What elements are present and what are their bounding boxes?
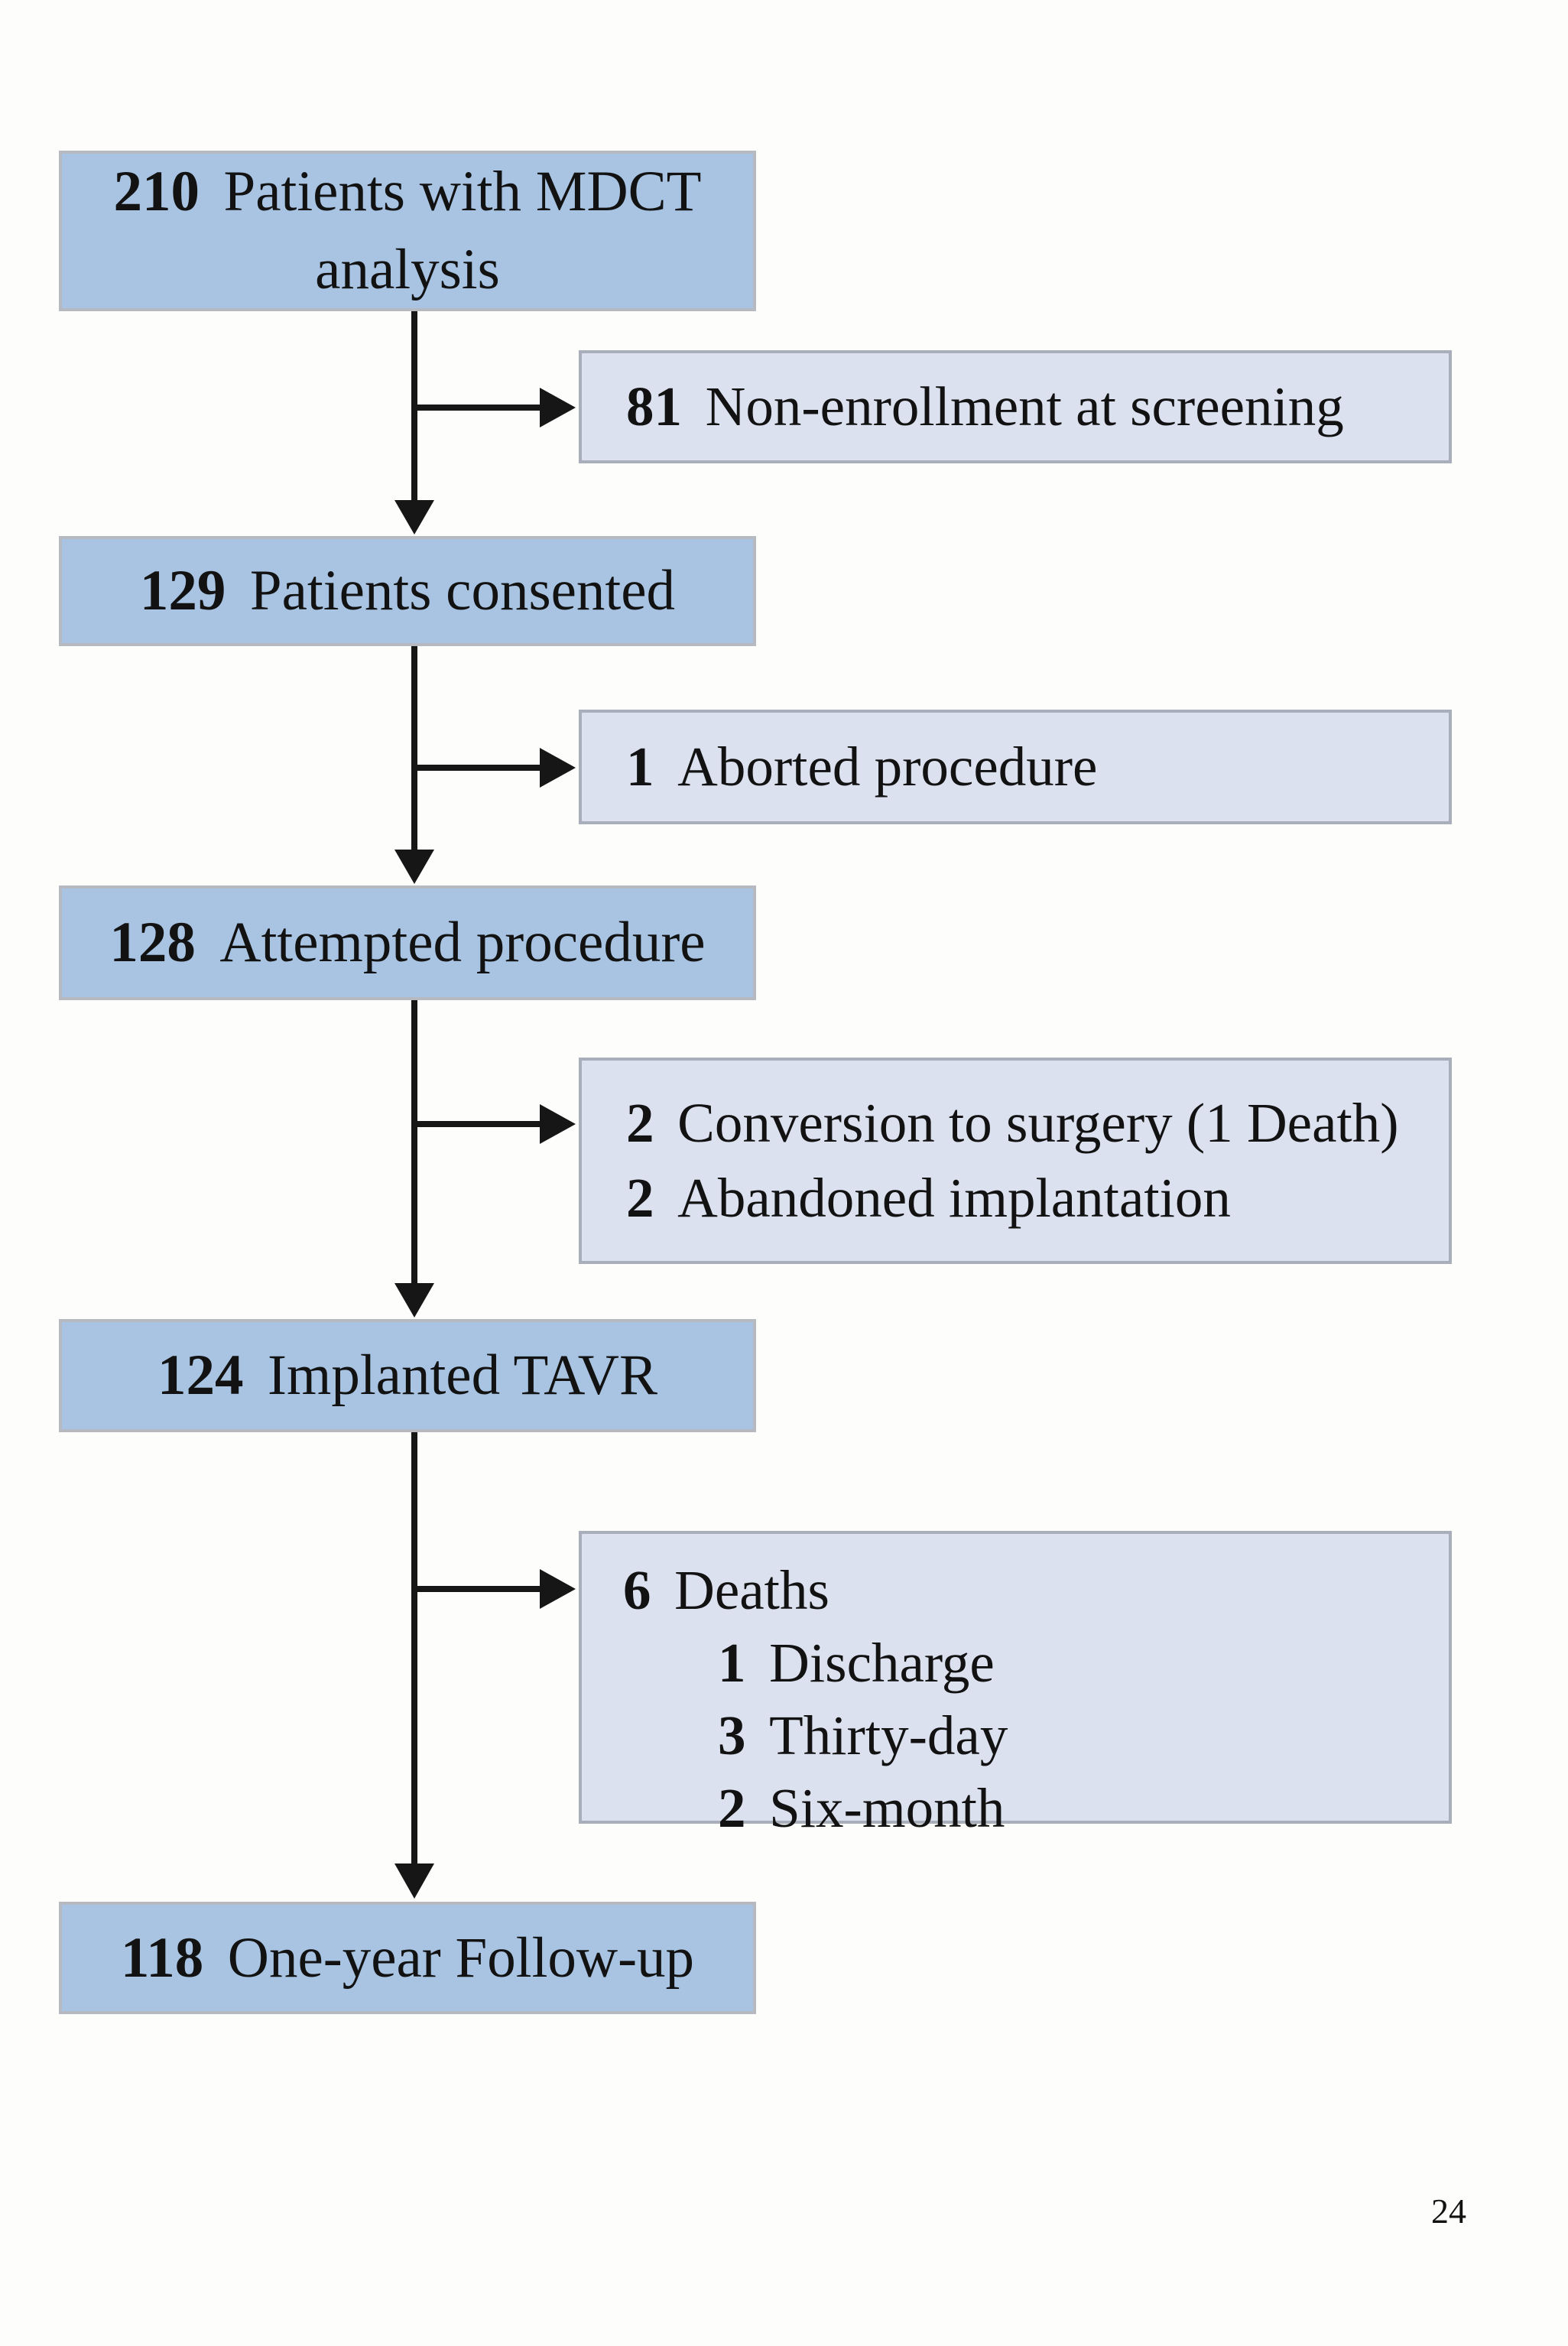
box-label: Implanted TAVR — [268, 1344, 657, 1407]
patient-count: 118 — [120, 1925, 204, 1990]
patient-count: 128 — [109, 911, 196, 974]
patient-count: 2 — [626, 1092, 654, 1154]
box-label: Abandoned implantation — [677, 1167, 1231, 1229]
box-label: Patients with MDCT — [223, 160, 702, 223]
exclusion-line: 1 Aborted procedure — [582, 729, 1449, 804]
box-line: 128 Attempted procedure — [109, 904, 705, 982]
flow-box-implanted-tavr: 124 Implanted TAVR — [59, 1319, 756, 1432]
patient-count: 210 — [113, 160, 200, 223]
box-line: analysis — [315, 231, 500, 309]
box-label: analysis — [315, 238, 500, 301]
box-label: One-year Follow-up — [227, 1925, 695, 1990]
arrow-branch-conversion — [414, 1104, 576, 1144]
patient-count: 1 — [718, 1632, 746, 1694]
box-line: 124 Implanted TAVR — [157, 1337, 657, 1415]
page-number: 24 — [1431, 2192, 1466, 2231]
arrow-branch-aborted — [414, 748, 576, 788]
exclusion-line: 2 Conversion to surgery (1 Death) — [582, 1086, 1449, 1161]
exclusion-line: 2 Abandoned implantation — [582, 1161, 1449, 1236]
flow-box-deaths: 6 Deaths 1 Discharge 3 Thirty-day 2 Six-mont… — [579, 1531, 1452, 1839]
box-label: Conversion to surgery (1 Death) — [677, 1092, 1399, 1154]
patient-count: 2 — [718, 1777, 746, 1839]
box-label: Non-enrollment at screening — [705, 375, 1344, 437]
box-line: 129 Patients consented — [140, 552, 675, 630]
box-label: Six-month — [769, 1777, 1005, 1839]
box-line: 210 Patients with MDCT — [113, 153, 701, 231]
arrow-branch-non-enrollment — [414, 388, 576, 427]
patient-count: 3 — [718, 1704, 746, 1766]
exclusion-line: 6 Deaths — [582, 1554, 1449, 1626]
flow-box-non-enrollment: 81 Non-enrollment at screening — [579, 350, 1452, 463]
flow-box-one-year-followup: 118 One-year Follow-up — [59, 1902, 756, 2014]
patient-count: 2 — [626, 1167, 654, 1229]
flow-box-attempted-procedure: 128 Attempted procedure — [59, 885, 756, 1000]
flow-box-patients-consented: 129 Patients consented — [59, 536, 756, 646]
patient-count: 6 — [623, 1559, 651, 1621]
box-label: Attempted procedure — [219, 911, 706, 974]
patient-count: 1 — [626, 736, 654, 798]
patient-count: 81 — [626, 375, 682, 437]
arrow-mdct-to-consented — [394, 311, 434, 535]
box-label: Discharge — [769, 1632, 995, 1694]
patient-count: 129 — [139, 559, 226, 622]
flow-box-aborted-procedure: 1 Aborted procedure — [579, 710, 1452, 824]
box-line: 118 One-year Follow-up — [121, 1919, 694, 1997]
flow-box-mdct-analysis: 210 Patients with MDCT analysis — [59, 151, 756, 311]
arrow-implanted-to-followup — [394, 1432, 434, 1899]
exclusion-subline: 3 Thirty-day — [582, 1699, 1449, 1772]
patient-count: 124 — [157, 1344, 244, 1407]
box-label: Patients consented — [249, 559, 676, 622]
arrow-branch-deaths — [414, 1569, 576, 1609]
exclusion-subline: 2 Six-month — [582, 1772, 1449, 1844]
box-label: Thirty-day — [769, 1704, 1008, 1766]
arrow-attempted-to-implanted — [394, 1000, 434, 1318]
exclusion-line: 81 Non-enrollment at screening — [582, 369, 1449, 444]
exclusion-subline: 1 Discharge — [582, 1626, 1449, 1699]
box-label: Deaths — [674, 1559, 829, 1621]
box-label: Aborted procedure — [677, 736, 1098, 798]
arrow-consented-to-attempted — [394, 646, 434, 884]
